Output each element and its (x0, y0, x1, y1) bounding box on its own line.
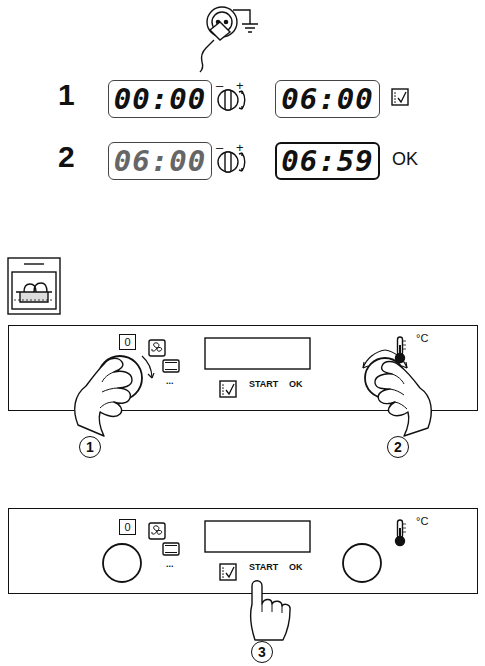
panel-text: START (249, 562, 278, 572)
off-symbol: 0 (119, 334, 136, 350)
minus-sign: – (216, 78, 223, 93)
panel-text: ... (166, 376, 174, 386)
node-text: 00:00 (114, 82, 206, 116)
panel-text: OK (289, 562, 303, 572)
hand (251, 581, 290, 640)
node-text: 06:00 (114, 144, 206, 178)
callout-number: 2 (387, 436, 409, 458)
hand (375, 362, 431, 437)
control-panel: ... START OK °C 0 (8, 325, 478, 411)
node-text: 0 (124, 336, 130, 348)
control-panel: ... START OK °C 0 (8, 508, 478, 594)
node-text: 1 (86, 439, 94, 455)
panel-text: OK (289, 379, 303, 389)
display: 06:59 (275, 142, 380, 180)
callout-number: 3 (251, 641, 273, 663)
node-text: 0 (124, 521, 130, 533)
callout-number: 1 (79, 436, 101, 458)
node-text: 06:59 (281, 144, 373, 178)
panel-text: °C (416, 515, 428, 527)
check-icon (392, 89, 408, 105)
off-symbol: 0 (119, 519, 136, 535)
ok-label: OK (392, 149, 418, 170)
panel-text: START (249, 379, 278, 389)
panel-text: °C (416, 332, 428, 344)
node-text: 06:00 (281, 82, 373, 116)
plus-sign: + (236, 78, 244, 93)
control-panel-art (98, 337, 407, 400)
minus-sign: – (216, 140, 223, 155)
hand (75, 358, 132, 436)
knob (218, 90, 245, 110)
node-text: 3 (258, 644, 266, 660)
plus-sign: + (236, 140, 244, 155)
display: 00:00 (108, 80, 212, 118)
step-number: 1 (58, 78, 75, 112)
step-number: 2 (58, 140, 75, 174)
node-text: 2 (394, 439, 402, 455)
panel-text: ... (166, 559, 174, 569)
oven-icon (8, 258, 60, 314)
display: 06:00 (275, 80, 380, 118)
display: 06:00 (108, 142, 212, 180)
knob (218, 152, 245, 172)
plug-socket (200, 7, 258, 72)
control-panel-art (103, 520, 406, 582)
